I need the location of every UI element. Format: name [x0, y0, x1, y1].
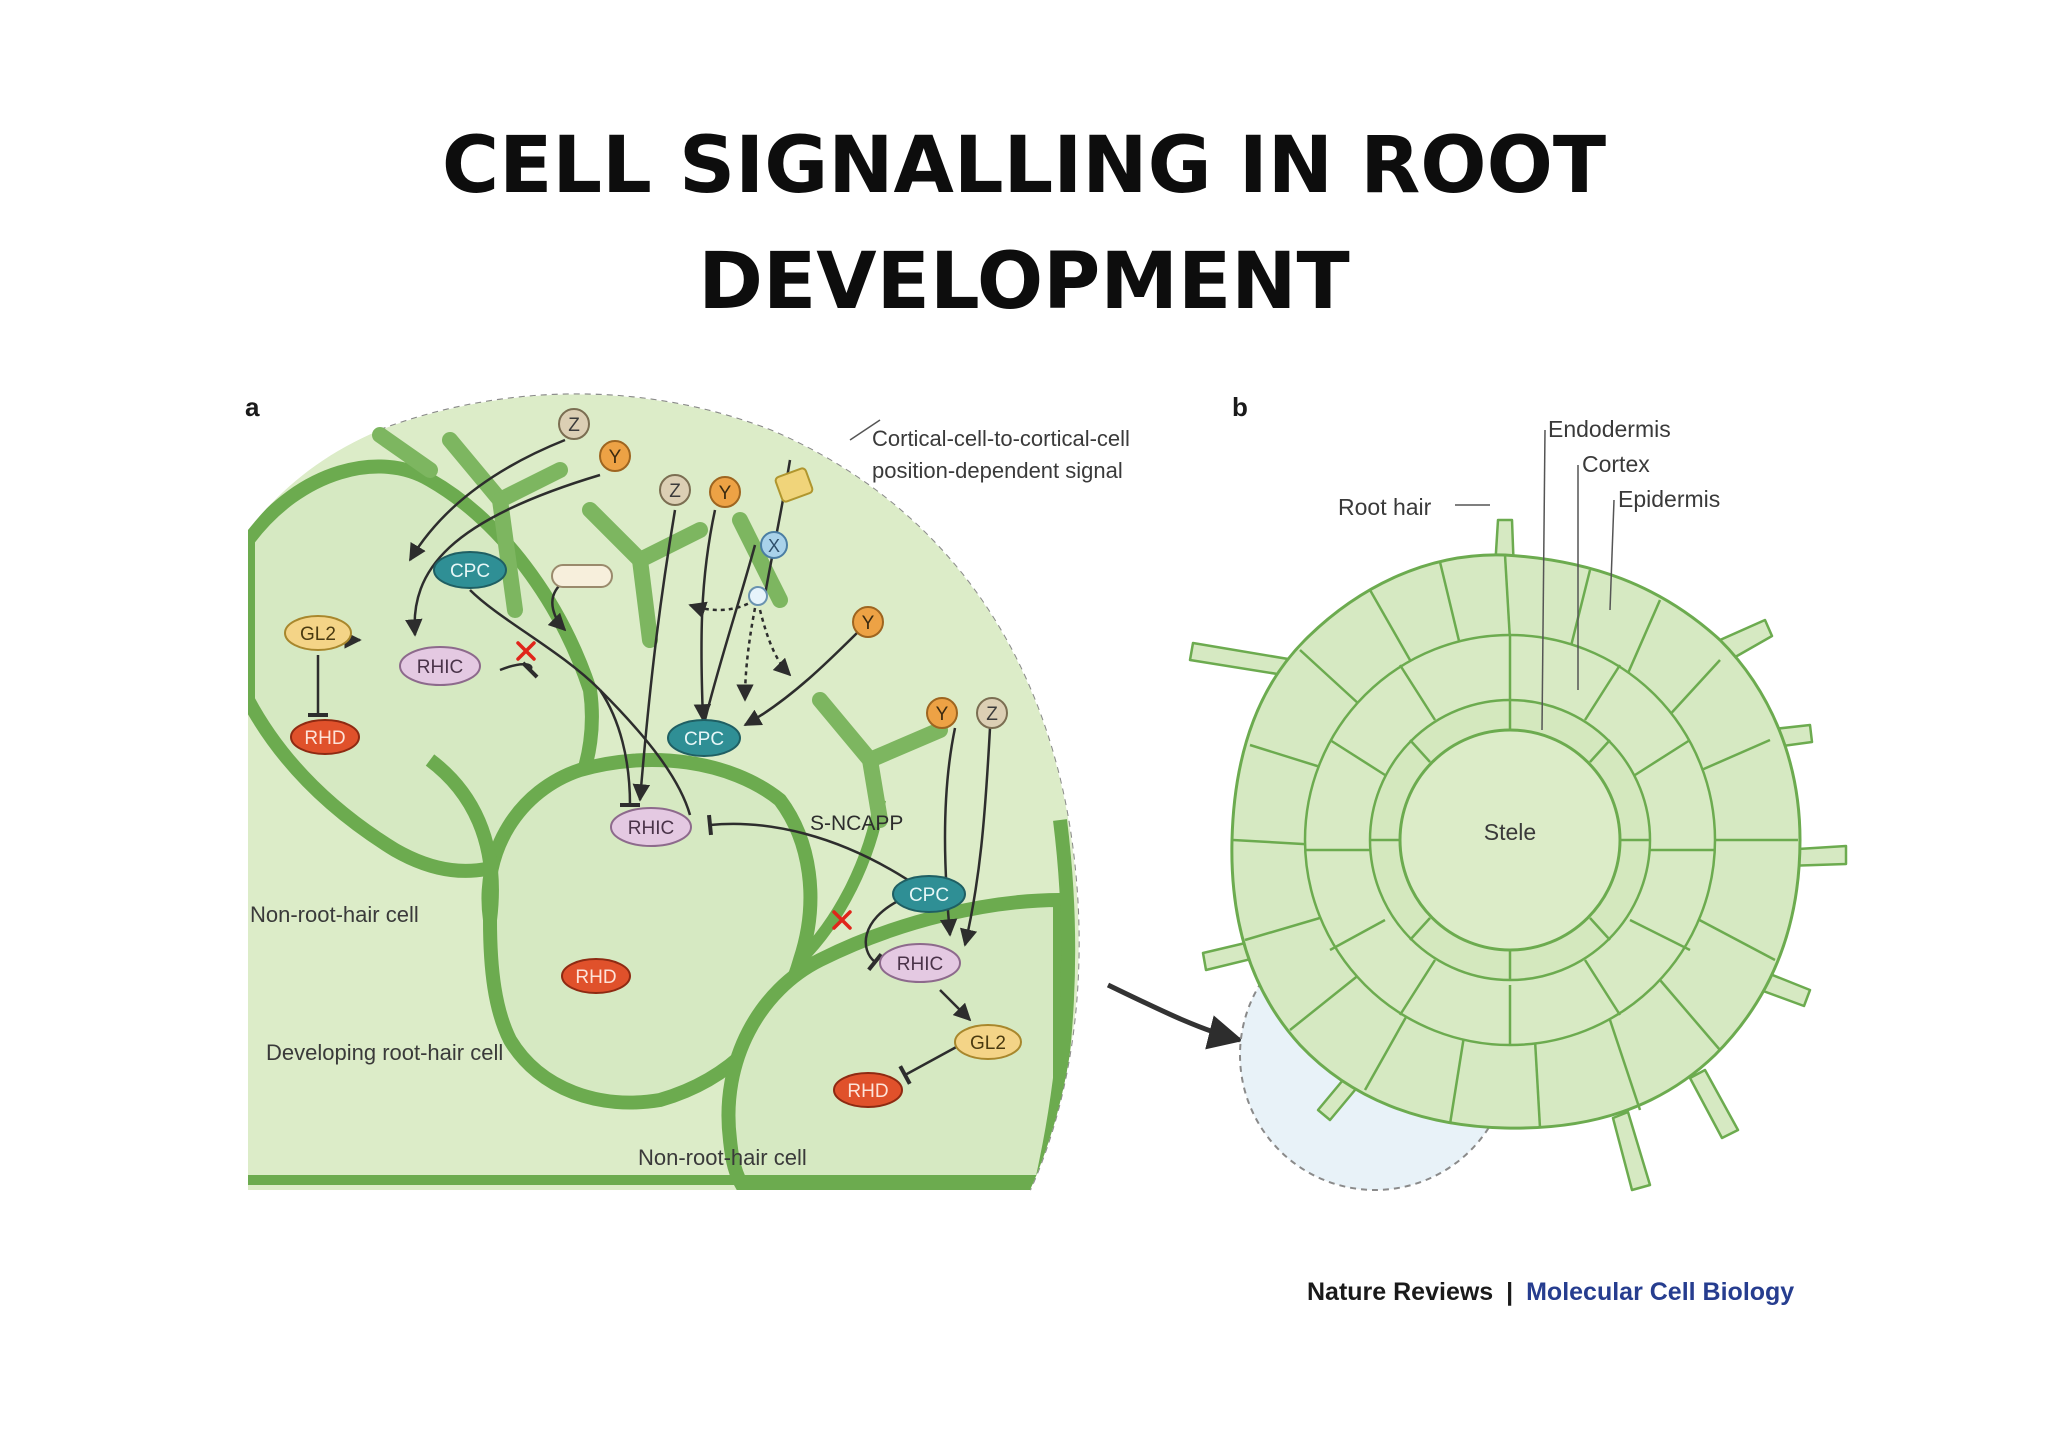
inhibition-blocked-marks [516, 641, 852, 930]
cpc-left: CPC [433, 551, 507, 589]
z-molecule-3: Z [976, 697, 1008, 729]
x-label: X [768, 536, 780, 556]
endodermis-label: Endodermis [1548, 416, 1671, 442]
receptor-complex: X [748, 467, 814, 606]
cortex-wall-1 [425, 754, 499, 921]
epidermis-label: Epidermis [1618, 486, 1720, 512]
credit-subject: Molecular Cell Biology [1526, 1278, 1794, 1306]
credit-journal: Nature Reviews [1307, 1278, 1493, 1306]
cortex-cell-walls [1305, 635, 1715, 1045]
root-hair-label: Root hair [1338, 494, 1432, 520]
title-line-2: DEVELOPMENT [698, 237, 1350, 327]
panel-a: a [245, 392, 1130, 1191]
z-label: Z [568, 415, 580, 436]
y-molecule-4: Y [926, 697, 958, 729]
rhic-label: RHIC [417, 657, 463, 678]
cpc-label: CPC [909, 885, 949, 906]
y-label: Y [862, 613, 875, 634]
non-root-hair-cell-label-bottom: Non-root-hair cell [638, 1145, 807, 1170]
gl2-left: GL2 [284, 615, 352, 651]
rhic-right: RHIC [879, 943, 961, 983]
non-root-hair-cell-label-left: Non-root-hair cell [250, 902, 419, 927]
y-molecule-2: Y [709, 476, 741, 508]
s-ncapp-label: S-NCAPP [810, 812, 903, 835]
endodermis-cell-walls [1370, 700, 1650, 980]
gl2-right: GL2 [954, 1024, 1022, 1060]
cell-junction-walls [372, 427, 948, 828]
z-label: Z [669, 481, 681, 502]
title-line-1: CELL SIGNALLING IN ROOT [441, 121, 1607, 211]
zoom-arrow [1106, 982, 1244, 1050]
panel-a-label: a [245, 392, 260, 422]
svg-text:Nature Reviews | M: Nature Reviews | Molecular Cell Biology [1307, 1278, 1794, 1306]
cpc-right: CPC [892, 875, 966, 913]
y-label: Y [936, 704, 949, 725]
signal-node [748, 586, 768, 606]
cpc-label: CPC [450, 561, 490, 582]
developing-root-hair-cell-label: Developing root-hair cell [266, 1040, 503, 1065]
credit-separator: | [1506, 1278, 1513, 1306]
rhic-middle: RHIC [610, 807, 692, 847]
rhd-left: RHD [290, 719, 360, 755]
rhd-label: RHD [304, 728, 345, 749]
gl2-label: GL2 [300, 624, 336, 645]
capsule-molecule [551, 564, 613, 588]
z-molecule-2: Z [659, 474, 691, 506]
cortex-label: Cortex [1582, 451, 1650, 477]
slide-title: CELL SIGNALLING IN ROOT DEVELOPMENT [0, 108, 2048, 340]
leader-lines [1455, 429, 1615, 731]
signal-label-line-1: Cortical-cell-to-cortical-cell [872, 426, 1130, 451]
gl2-label: GL2 [970, 1033, 1006, 1054]
y-label: Y [609, 447, 622, 468]
z-molecule-1: Z [558, 408, 590, 440]
rhic-label: RHIC [897, 954, 943, 975]
rhic-left: RHIC [399, 646, 481, 686]
stele [1398, 728, 1622, 952]
rhic-label: RHIC [628, 818, 674, 839]
panel-b-label: b [1232, 392, 1248, 422]
rhd-right: RHD [833, 1072, 903, 1108]
rhd-middle: RHD [561, 958, 631, 994]
y-label: Y [719, 483, 732, 504]
x-protein [760, 531, 788, 559]
signal-label-line-2: position-dependent signal [872, 458, 1123, 483]
y-molecule-3: Y [852, 606, 884, 638]
rhd-label: RHD [575, 967, 616, 988]
rhd-label: RHD [847, 1081, 888, 1102]
z-label: Z [986, 704, 998, 725]
epidermal-cell-walls [1232, 554, 1798, 1129]
cpc-middle: CPC [667, 719, 741, 757]
panel-b: b [1188, 392, 1848, 1192]
y-molecule-1: Y [599, 440, 631, 472]
figure-credit: Nature Reviews | Molecular Cell Biology [1307, 1278, 1794, 1306]
cpc-label: CPC [684, 729, 724, 750]
stele-label: Stele [1484, 819, 1536, 845]
